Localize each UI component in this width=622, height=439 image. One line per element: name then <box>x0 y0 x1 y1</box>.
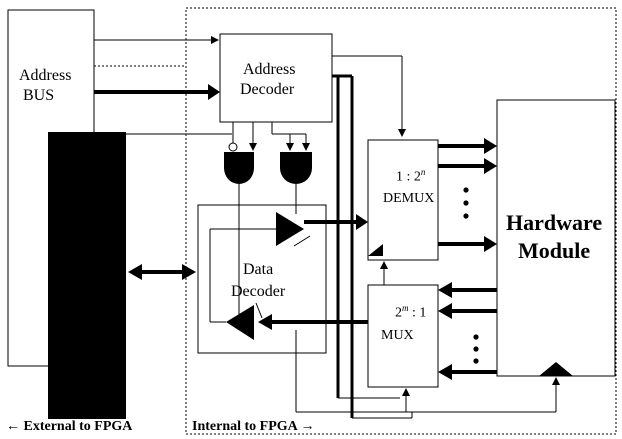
hardware-clock-triangle <box>539 362 573 376</box>
address-decoder-label-2: Decoder <box>240 81 295 98</box>
tristate-buffer-upper <box>276 212 304 246</box>
external-fpga-label: ← External to FPGA <box>6 419 133 434</box>
tristate-buffer-lower <box>226 305 254 340</box>
hardware-module-box <box>496 99 616 377</box>
and-gate-left <box>224 152 254 184</box>
hardware-module-label-2: Module <box>518 238 591 263</box>
mux-ratio-exponent: m <box>402 303 409 313</box>
address-decoder-box <box>219 33 333 123</box>
address-bus-label-2: BUS <box>23 87 55 104</box>
demux-ratio-exponent: n <box>420 167 426 177</box>
internal-fpga-label: Internal to FPGA → <box>192 419 315 434</box>
data-decoder-label-2: Decoder <box>231 283 286 300</box>
demux-ratio-label: 1 : 2n <box>396 167 426 185</box>
mux-label: MUX <box>381 328 414 343</box>
address-decoder-label-1: Address <box>243 61 296 78</box>
address-bus-label-1: Address <box>19 67 72 84</box>
data-decoder-label-1: Data <box>243 261 274 278</box>
and-gate-right <box>280 152 312 184</box>
demux-label: DEMUX <box>383 191 435 206</box>
data-decoder-box <box>197 204 327 354</box>
demux-clock-triangle <box>368 244 383 256</box>
demux-box <box>367 139 439 261</box>
data-bus-bar <box>48 132 126 419</box>
hardware-module-label-1: Hardware <box>506 210 603 235</box>
mux-box <box>367 284 439 388</box>
mux-ratio-label: 2m : 1 <box>395 303 427 321</box>
